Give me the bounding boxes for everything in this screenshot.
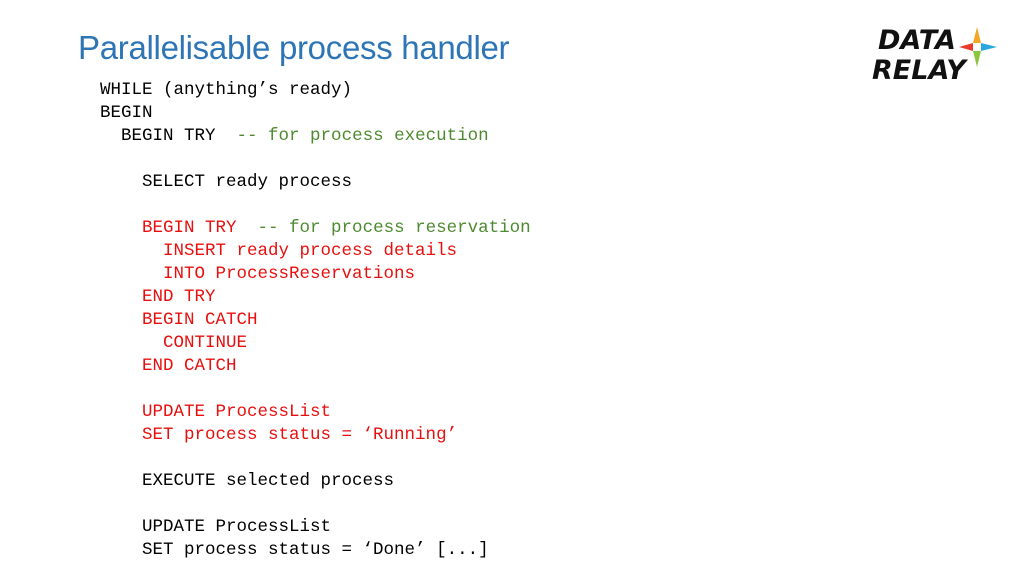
code-indent	[100, 540, 142, 560]
code-indent	[100, 241, 163, 261]
code-line: BEGIN CATCH	[100, 309, 531, 332]
code-text: BEGIN	[100, 103, 153, 123]
code-line: END TRY	[100, 286, 531, 309]
code-indent	[100, 471, 142, 491]
code-line: BEGIN	[100, 102, 531, 125]
code-line: SET process status = ‘Done’ [...]	[100, 539, 531, 562]
code-line: UPDATE ProcessList	[100, 516, 531, 539]
code-indent	[100, 356, 142, 376]
code-text: SET process status = ‘Done’ [...]	[142, 540, 489, 560]
code-text: INSERT ready process details	[163, 241, 458, 261]
code-block: WHILE (anything’s ready) BEGIN BEGIN TRY …	[100, 79, 531, 562]
code-line: EXECUTE selected process	[100, 470, 531, 493]
code-indent	[100, 402, 142, 422]
code-comment: -- for process reservation	[257, 218, 531, 238]
code-text: UPDATE ProcessList	[142, 517, 332, 537]
code-text: SET process status = ‘Running’	[142, 425, 458, 445]
code-line	[100, 493, 531, 516]
logo-star-icon	[959, 27, 997, 67]
code-line: SELECT ready process	[100, 171, 531, 194]
code-text: BEGIN CATCH	[142, 310, 258, 330]
code-indent	[100, 333, 163, 353]
code-indent	[100, 287, 142, 307]
logo-text-line2: RELAY	[872, 55, 968, 86]
code-line: SET process status = ‘Running’	[100, 424, 531, 447]
data-relay-logo-icon: DATA RELAY	[872, 25, 997, 86]
code-indent	[100, 218, 142, 238]
code-line: WHILE (anything’s ready)	[100, 79, 531, 102]
code-text: WHILE (anything’s ready)	[100, 80, 353, 100]
code-text: END CATCH	[142, 356, 237, 376]
code-text: SELECT ready process	[142, 172, 353, 192]
code-line: END CATCH	[100, 355, 531, 378]
code-text: BEGIN TRY	[121, 126, 237, 146]
code-text: CONTINUE	[163, 333, 248, 353]
code-indent	[100, 517, 142, 537]
code-text: INTO ProcessReservations	[163, 264, 416, 284]
code-comment: -- for process execution	[236, 126, 489, 146]
code-indent	[100, 126, 121, 146]
code-line	[100, 378, 531, 401]
logo-text-line1: DATA	[878, 25, 956, 56]
code-text: EXECUTE selected process	[142, 471, 395, 491]
code-line	[100, 148, 531, 171]
code-indent	[100, 425, 142, 445]
code-indent	[100, 264, 163, 284]
code-line: BEGIN TRY -- for process reservation	[100, 217, 531, 240]
code-text: BEGIN TRY	[142, 218, 258, 238]
code-indent	[100, 172, 142, 192]
code-text: UPDATE ProcessList	[142, 402, 332, 422]
code-line: CONTINUE	[100, 332, 531, 355]
code-line	[100, 194, 531, 217]
code-line: INTO ProcessReservations	[100, 263, 531, 286]
code-line: INSERT ready process details	[100, 240, 531, 263]
code-line: UPDATE ProcessList	[100, 401, 531, 424]
code-indent	[100, 310, 142, 330]
code-text: END TRY	[142, 287, 216, 307]
code-line	[100, 447, 531, 470]
slide-title: Parallelisable process handler	[78, 29, 510, 66]
code-line: BEGIN TRY -- for process execution	[100, 125, 531, 148]
